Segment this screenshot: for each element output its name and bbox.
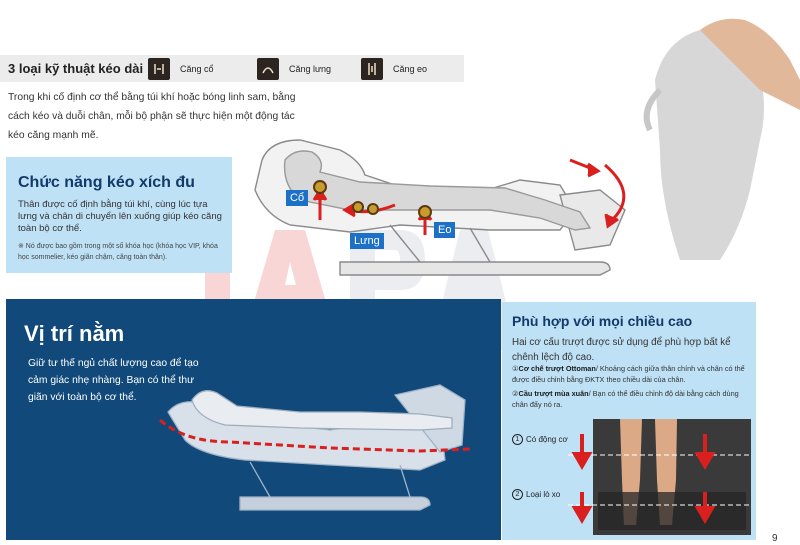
- fit-text: Hai cơ cấu trượt được sử dụng để phù hợp…: [512, 337, 731, 363]
- technique-label-back: Căng lưng: [289, 63, 332, 74]
- rocking-text: Thân được cố định bằng túi khí, cùng lúc…: [18, 199, 222, 234]
- fit-point1-body: / Khoảng cách giữa thân chính và chân có…: [512, 364, 745, 384]
- technique-waist: Căng eo: [361, 57, 427, 80]
- back-stretch-icon: [257, 57, 279, 80]
- technique-back: Căng lưng: [257, 57, 331, 80]
- intro-paragraph: Trong khi cố định cơ thể bằng túi khí ho…: [8, 92, 296, 141]
- rocking-note: ※ Nó được bao gồm trong một số khóa học …: [18, 243, 218, 261]
- tag-neck: Cổ: [286, 190, 309, 206]
- top-chair-illustration: [254, 139, 626, 276]
- tag-waist: Eo: [434, 222, 456, 238]
- pressure-points: [313, 180, 432, 219]
- leg-label-spring-text: Loại lò xo: [526, 490, 561, 499]
- leg-label-motor-text: Có động cơ: [526, 435, 568, 444]
- fit-point2-heading: Cầu trượt mùa xuân: [518, 389, 589, 398]
- fit-point2-number: ②: [512, 389, 519, 398]
- waist-stretch-icon: [361, 57, 383, 80]
- fit-point2-body: / Bạn có thể điều chỉnh độ dài bằng cách…: [512, 389, 739, 409]
- neck-stretch-icon: [148, 57, 170, 80]
- rocking-function-box: Chức năng kéo xích đu Thân được cố định …: [6, 157, 232, 273]
- fit-point-ottoman: ①Cơ chế trượt Ottoman/ Khoảng cách giữa …: [512, 364, 752, 385]
- page-number: 9: [772, 533, 778, 544]
- techniques-title: 3 loại kỹ thuật kéo dài: [8, 61, 144, 76]
- fit-point1-number: ①: [512, 364, 519, 373]
- techniques-bar: 3 loại kỹ thuật kéo dài Căng cổ Căng lưn…: [0, 55, 464, 82]
- rocking-title: Chức năng kéo xích đu: [18, 174, 195, 191]
- lying-text: Giữ tư thế ngủ chất lượng cao để tạo cảm…: [28, 358, 199, 403]
- technique-label-neck: Căng cổ: [180, 63, 214, 74]
- number-two-icon: 2: [512, 489, 523, 500]
- fit-point1-heading: Cơ chế trượt Ottoman: [518, 364, 596, 373]
- fit-point-spring: ②Cầu trượt mùa xuân/ Bạn có thể điều chỉ…: [512, 389, 752, 410]
- fit-title: Phù hợp với mọi chiều cao: [512, 313, 693, 329]
- lying-title: Vị trí nằm: [24, 321, 125, 346]
- number-one-icon: 1: [512, 434, 523, 445]
- tag-back: Lưng: [350, 233, 384, 249]
- stretching-person-photo: [640, 0, 800, 300]
- technique-label-waist: Căng eo: [393, 63, 428, 74]
- technique-neck: Căng cổ: [148, 57, 214, 80]
